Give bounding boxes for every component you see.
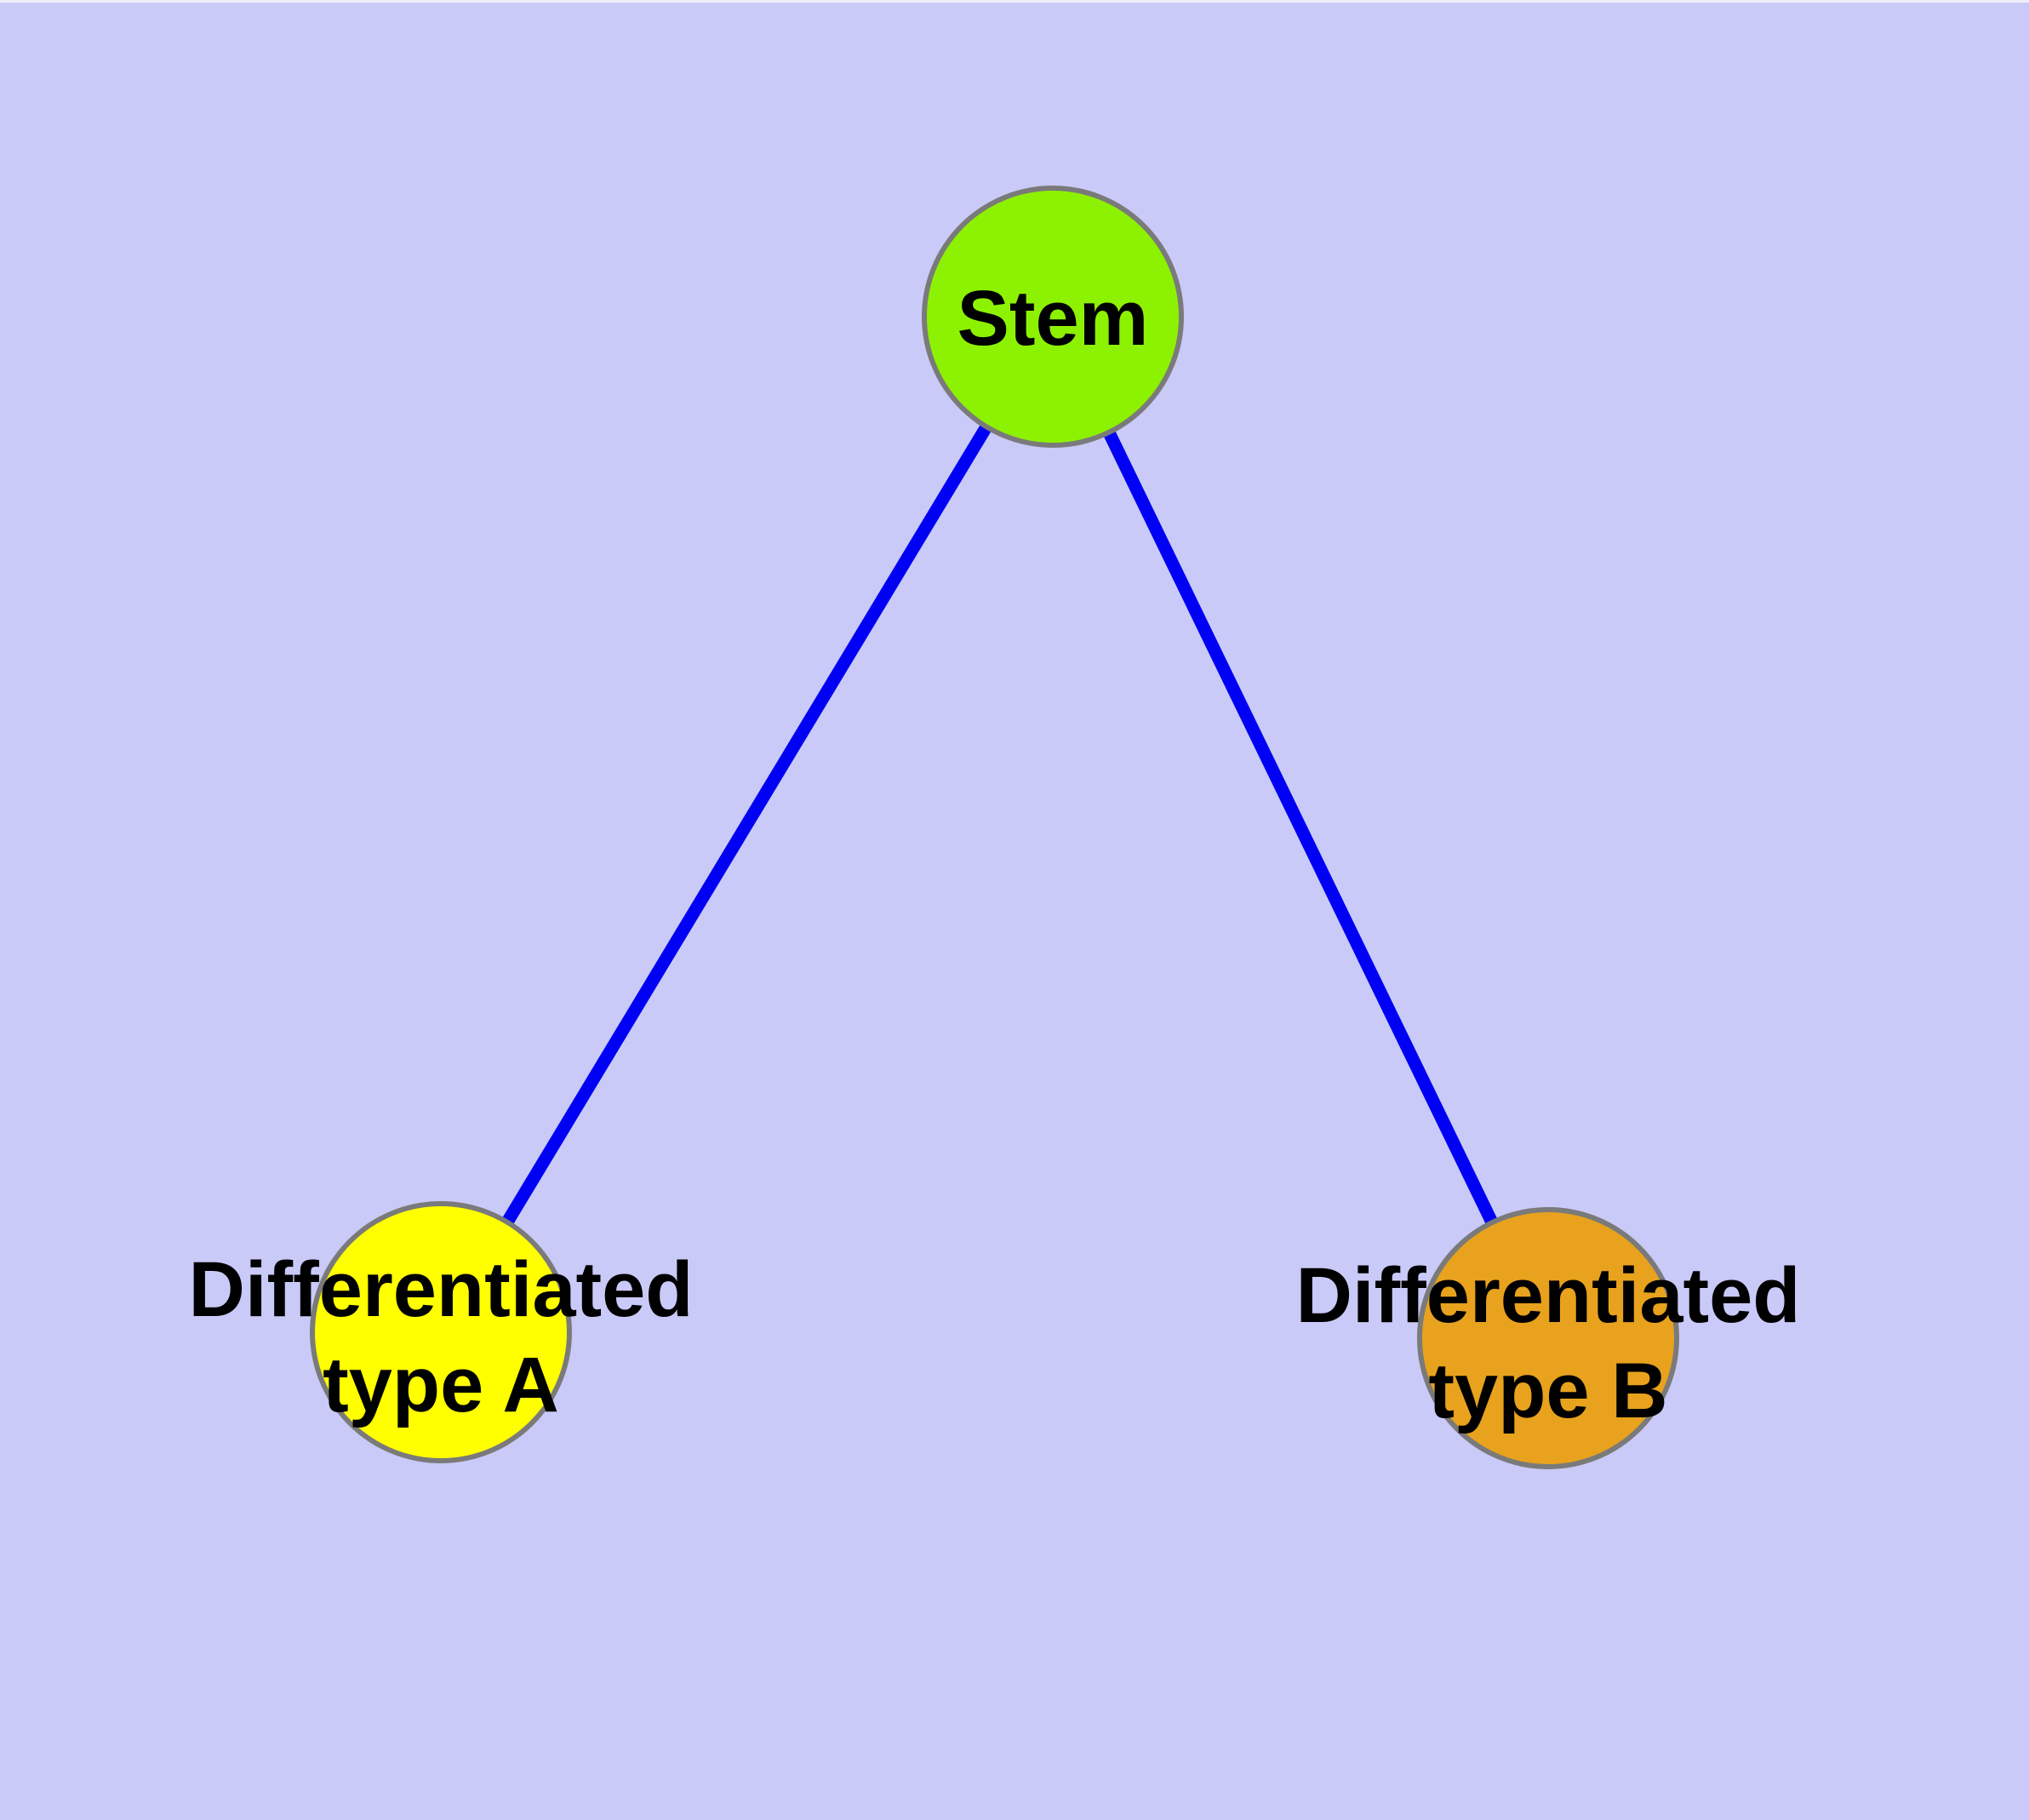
node-differentiated-type-a: Differentiated type A (189, 1201, 694, 1463)
node-stem-label: Stem (957, 275, 1149, 362)
node-type-a-label-line1: Differentiated (189, 1246, 694, 1333)
node-type-a-label-line2: type A (323, 1342, 559, 1428)
edge-stem-to-type-a (435, 313, 1059, 1336)
node-stem: Stem (922, 186, 1184, 448)
node-type-a-circle (310, 1201, 572, 1463)
node-type-b-label-line1: Differentiated (1296, 1252, 1801, 1339)
top-edge-highlight (0, 0, 2029, 3)
node-type-b-label-line2: type B (1428, 1348, 1667, 1434)
node-differentiated-type-b: Differentiated type B (1296, 1207, 1801, 1469)
node-stem-circle (922, 186, 1184, 448)
edge-stem-to-type-b (1047, 313, 1554, 1342)
node-type-b-circle (1417, 1207, 1679, 1469)
